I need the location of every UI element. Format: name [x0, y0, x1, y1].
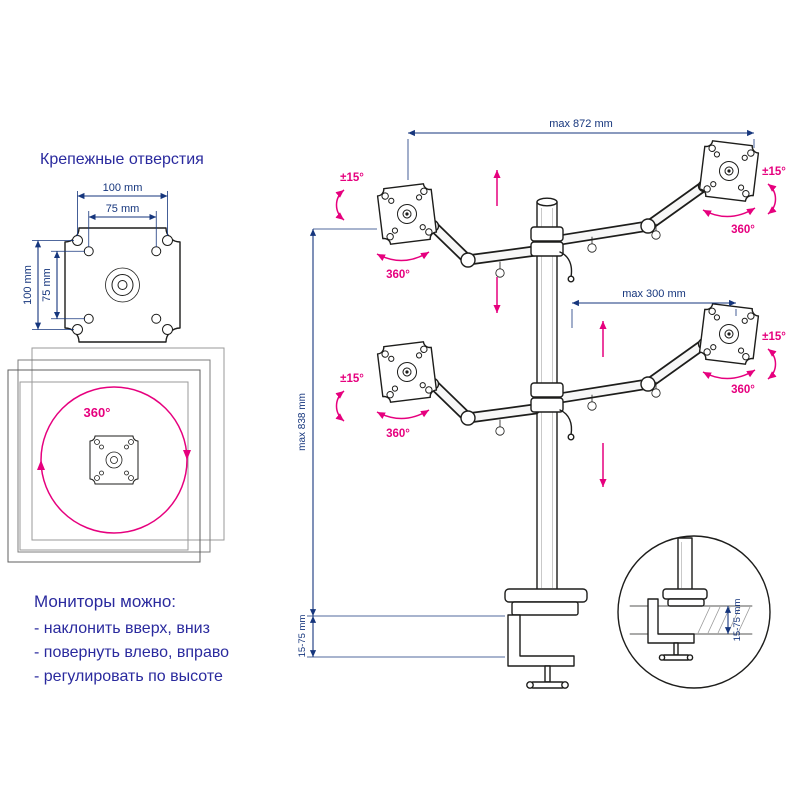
detail-pole [677, 537, 693, 592]
clamp-handle [529, 681, 566, 689]
vesa-dim-100-left: 100 mm [22, 240, 74, 330]
dimension-annotations: max 872 mm max 300 mm max 838 mm 15-75 m… [297, 118, 755, 658]
monitor-rotation-diagram: 360° [7, 347, 225, 563]
clamp-bracket [507, 614, 575, 667]
clamp-base-plate [504, 588, 588, 603]
vesa-dim-75-top: 75 mm [88, 203, 157, 247]
rotate-label-lower-left: 360° [386, 428, 410, 440]
rotate-arc-upper-right [702, 207, 756, 218]
vesa-dim-100-top-label: 100 mm [103, 182, 143, 194]
mounting-holes-title: Крепежные отверстия [40, 151, 204, 168]
tilt-arc-lower-left [335, 390, 345, 422]
vesa-dim-100-top: 100 mm [77, 182, 168, 236]
vesa-dim-75-left-label: 75 mm [41, 268, 53, 302]
detail-clamp-range-label: 15-75 mm [732, 599, 743, 642]
tilt-label-upper-left: ±15° [340, 172, 364, 184]
tension-lever [559, 251, 573, 278]
clamp-screw [544, 665, 551, 683]
rotate-arc-upper-left [376, 251, 430, 262]
rotation-arrow-right [183, 450, 191, 460]
tilt-label-upper-right: ±15° [762, 166, 786, 178]
dim-max-872-label: max 872 mm [549, 118, 613, 130]
detail-upper-jaw [667, 598, 705, 607]
tilt-label-lower-right: ±15° [762, 331, 786, 343]
feature-item: - регулировать по высоте [34, 668, 223, 685]
mount-assembly-drawing [376, 139, 760, 689]
dim-max-872: max 872 mm [407, 118, 755, 180]
rotate-label-upper-right: 360° [731, 224, 755, 236]
vesa-dim-75-top-label: 75 mm [106, 203, 140, 215]
clamp-detail-view: 15-75 mm [617, 535, 771, 689]
dim-clamp-range-label: 15-75 mm [297, 615, 308, 658]
dim-max-838-label: max 838 mm [297, 393, 308, 451]
center-vesa-plate [89, 435, 139, 485]
motion-annotations: ±15° ±15° ±15° ±15° 360° 360° 360° 360° [335, 166, 786, 487]
tilt-arc-upper-right [767, 183, 777, 215]
monitor-outline-mid [17, 359, 211, 553]
detail-clamp-bracket [647, 598, 695, 644]
vesa-plate-lower-left [376, 340, 438, 404]
vesa-dim-100-left-label: 100 mm [22, 265, 34, 305]
rotate-label-lower-right: 360° [731, 384, 755, 396]
detail-dim-clamp-range: 15-75 mm [724, 599, 743, 642]
dim-max-300: max 300 mm [571, 288, 737, 328]
monitor-rotation-label: 360° [84, 405, 111, 420]
dim-clamp-range: 15-75 mm [297, 615, 505, 658]
rotate-label-upper-left: 360° [386, 269, 410, 281]
features-text: Мониторы можно: - наклонить вверх, вниз … [34, 592, 229, 685]
detail-circle [617, 535, 771, 689]
feature-item: - наклонить вверх, вниз [34, 620, 210, 637]
desk-clamp [504, 588, 588, 689]
lower-pole-collars [530, 382, 575, 441]
vesa-hole-pattern-diagram: 100 mm 75 mm 100 mm 75 mm [22, 182, 181, 343]
vesa-plate-upper-right [698, 139, 760, 203]
detail-clamp-handle [661, 654, 691, 661]
dim-max-300-label: max 300 mm [622, 288, 686, 300]
features-heading: Мониторы можно: [34, 592, 176, 611]
lower-arm-pair [426, 337, 711, 436]
upper-arm-pair [426, 179, 711, 278]
vesa-inner-holes [83, 246, 162, 324]
feature-item: - повернуть влево, вправо [34, 644, 229, 661]
tension-lever [559, 409, 573, 436]
detail-clamp-screw [673, 642, 679, 656]
vesa-center-boss [105, 267, 140, 303]
tilt-arc-lower-right [767, 348, 777, 380]
detail-base-plate [662, 588, 708, 600]
rotate-arc-lower-right [702, 369, 756, 380]
cable-clip [495, 419, 505, 436]
vesa-plate-lower-right [698, 302, 760, 366]
clamp-upper-jaw [511, 601, 579, 616]
tilt-arc-upper-left [335, 189, 345, 221]
rotate-arc-lower-left [376, 409, 430, 420]
cable-clip [495, 261, 505, 278]
monitor-outline-inner [19, 381, 189, 551]
vesa-plate-upper-left [376, 182, 438, 246]
tilt-label-lower-left: ±15° [340, 373, 364, 385]
monitor-outline-front [7, 369, 201, 563]
vesa-dim-75-left: 75 mm [41, 250, 85, 320]
monitor-outline-back [31, 347, 225, 541]
upper-pole-collars [530, 226, 575, 283]
rotation-arrow-left [37, 460, 45, 470]
dim-max-838: max 838 mm [297, 228, 505, 617]
